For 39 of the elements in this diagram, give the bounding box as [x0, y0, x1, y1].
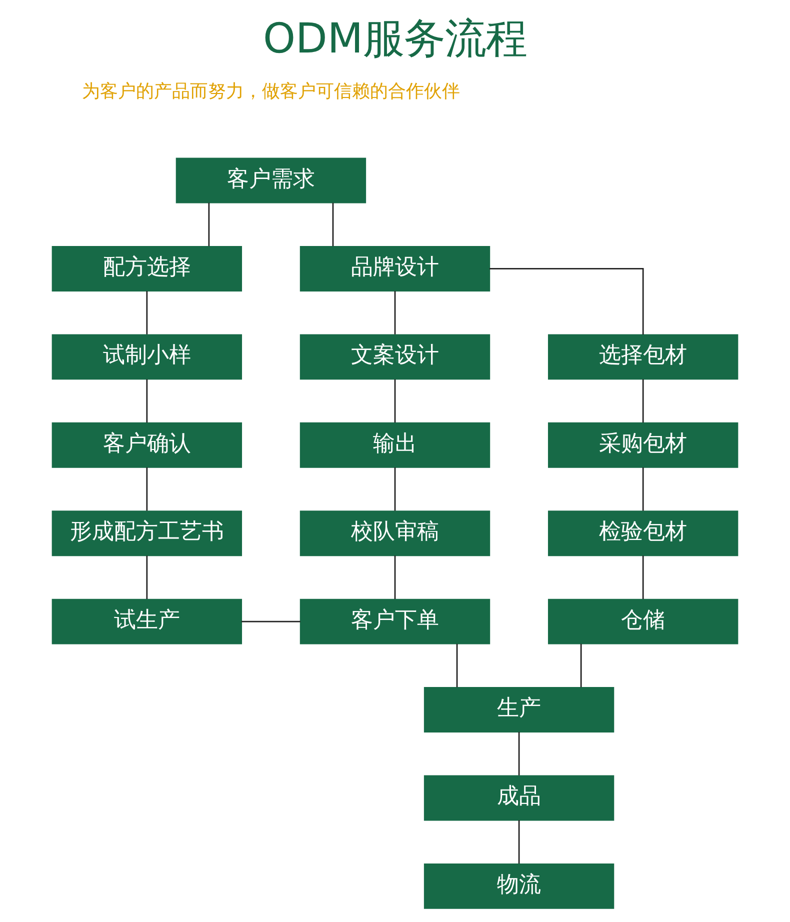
connector [332, 202, 334, 246]
connector [518, 732, 520, 776]
connector [518, 820, 520, 864]
node-box: 试生产 [52, 598, 242, 644]
connector [394, 467, 396, 511]
node-box: 输出 [300, 422, 490, 468]
diagram-title: ODM服务流程 [262, 14, 528, 62]
node-box: 仓储 [548, 598, 738, 644]
connector [394, 291, 396, 334]
connector [146, 467, 148, 511]
node-box: 校队审稿 [300, 510, 490, 556]
connector [241, 620, 300, 622]
node-box: 物流 [424, 863, 614, 909]
connector [394, 556, 396, 599]
node-box: 形成配方工艺书 [52, 510, 242, 556]
connector [146, 379, 148, 423]
node-box: 品牌设计 [300, 246, 490, 292]
label: 为客户的产品而努力，做客户可信赖的合作伙伴 [82, 81, 460, 102]
node-box: 检验包材 [548, 510, 738, 556]
connector [580, 644, 582, 688]
node-box: 客户下单 [300, 598, 490, 644]
node-box: 生产 [424, 687, 614, 733]
connector [642, 379, 644, 423]
node-box: 采购包材 [548, 422, 738, 468]
node-box: 选择包材 [548, 334, 738, 380]
connector [208, 202, 210, 246]
connector [146, 556, 148, 599]
node-box: 试制小样 [52, 334, 242, 380]
connector [490, 268, 644, 335]
node-box: 客户确认 [52, 422, 242, 468]
connector [394, 379, 396, 423]
connector [456, 644, 458, 688]
connector [642, 467, 644, 511]
node-box: 客户需求 [176, 158, 366, 204]
node-box: 成品 [424, 775, 614, 821]
connector [642, 556, 644, 599]
connector [146, 291, 148, 334]
node-box: 配方选择 [52, 246, 242, 292]
node-box: 文案设计 [300, 334, 490, 380]
